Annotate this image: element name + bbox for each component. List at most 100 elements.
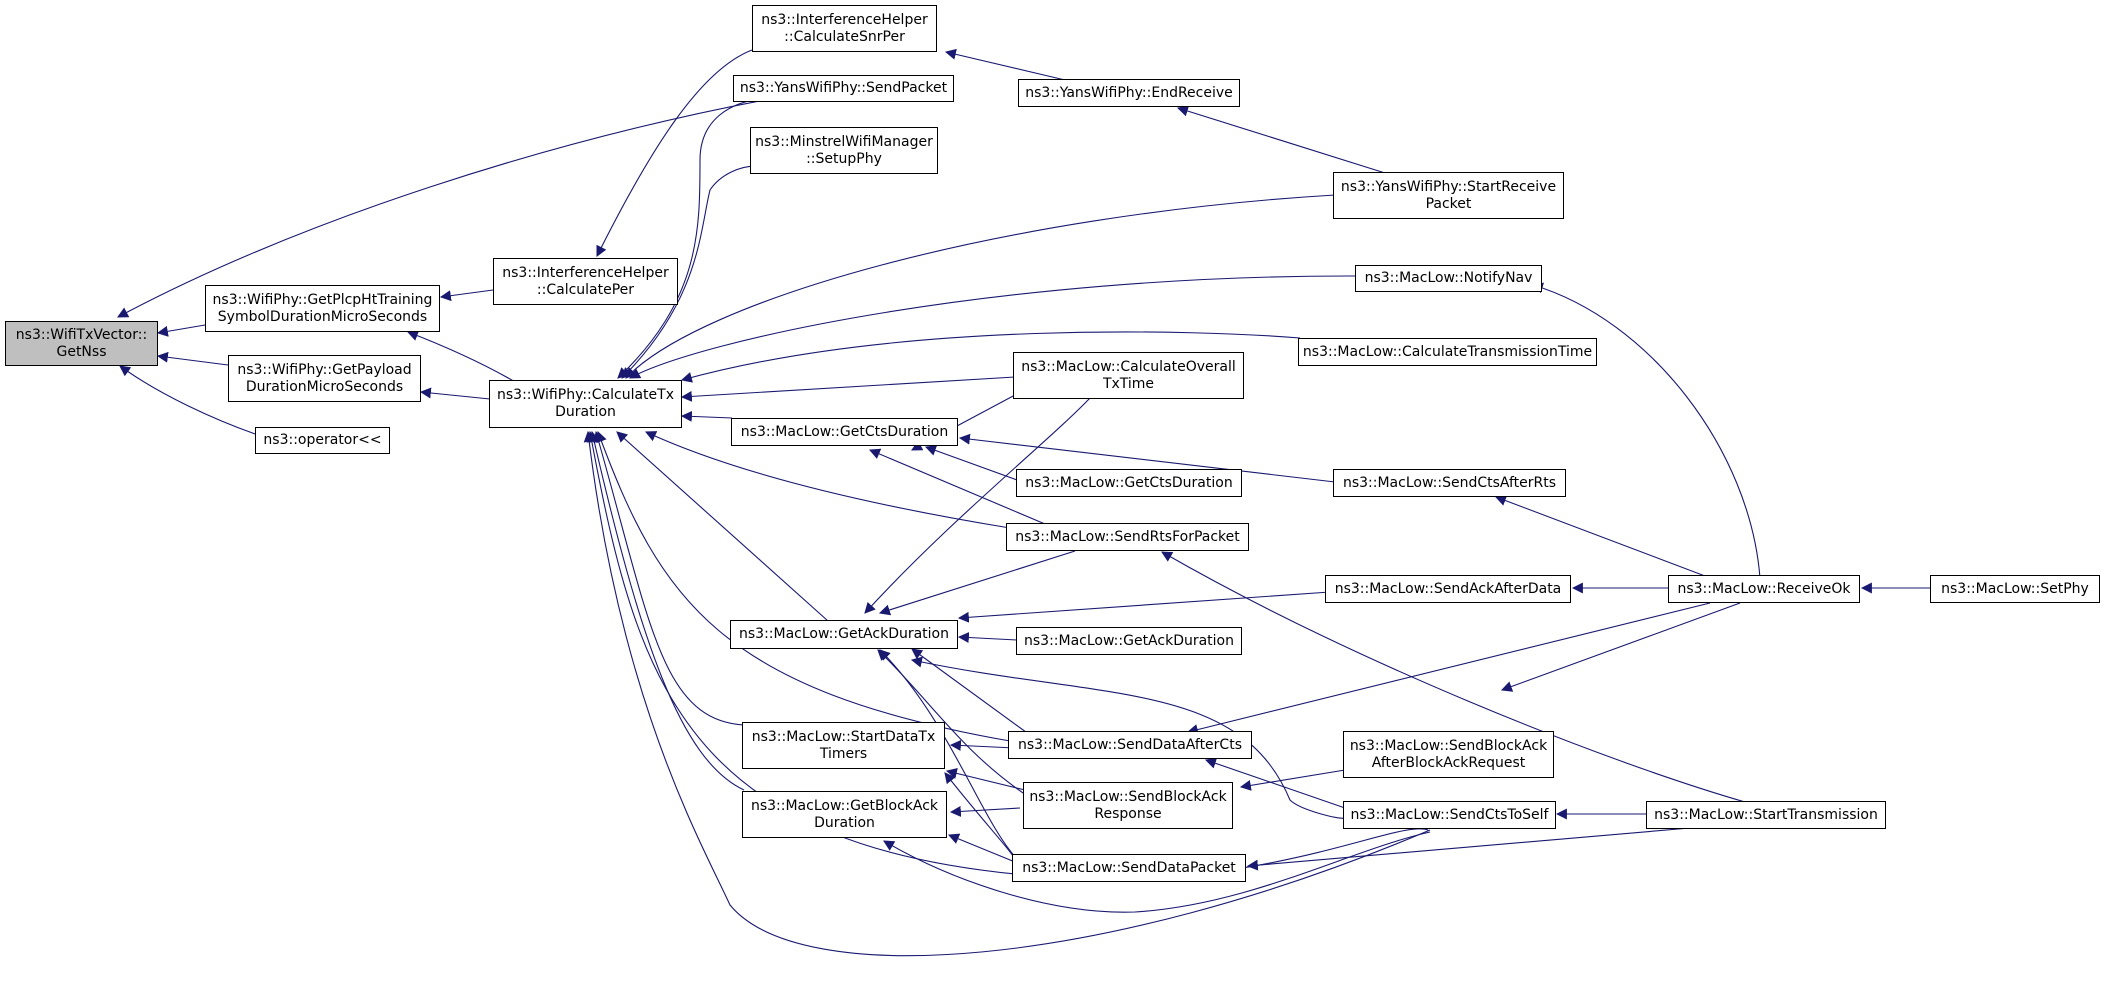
edge-getcts-to-calctx bbox=[680, 410, 733, 422]
edge-getblockack-to-calctx bbox=[588, 430, 745, 791]
node-macLow-sendctstoself[interactable]: ns3::MacLow::SendCtsToSelf bbox=[1343, 801, 1556, 829]
edge-sendblockackresp-to-getblockack bbox=[949, 805, 1021, 817]
node-label-line: ns3::MacLow::SendBlockAck bbox=[1349, 737, 1548, 754]
node-label-line: ns3::MacLow::SendCtsToSelf bbox=[1350, 806, 1549, 823]
node-label-line: TxTime bbox=[1102, 375, 1155, 392]
edge-sendctstoself-to-senddataaftercts bbox=[1204, 758, 1346, 809]
node-label-line: Packet bbox=[1425, 195, 1472, 212]
node-label-line: Duration bbox=[814, 814, 875, 831]
node-yans-sendpacket[interactable]: ns3::YansWifiPhy::SendPacket bbox=[733, 75, 954, 102]
node-macLow-getackduration-2[interactable]: ns3::MacLow::GetAckDuration bbox=[1016, 627, 1242, 655]
node-calculatetxduration[interactable]: ns3::WifiPhy::CalculateTx Duration bbox=[489, 380, 682, 428]
node-label-line: ns3::MacLow::SendDataPacket bbox=[1022, 859, 1236, 876]
node-label-line: ns3::MacLow::GetCtsDuration bbox=[740, 423, 949, 440]
node-macLow-senddatapacket[interactable]: ns3::MacLow::SendDataPacket bbox=[1012, 854, 1246, 882]
node-label-line: ns3::MinstrelWifiManager bbox=[755, 133, 933, 150]
node-label-line: Response bbox=[1094, 805, 1162, 822]
edge-sendblockackresp-to-startdatatx bbox=[945, 767, 1026, 791]
edge-getcts2-to-getcts bbox=[924, 445, 1018, 481]
edge-sendrts-to-calctx bbox=[645, 431, 1011, 529]
edge-sendctstoself-to-getack bbox=[910, 656, 1346, 819]
edge-sendackafterdata-to-getack bbox=[957, 591, 1331, 623]
node-macLow-calculateoveralltxtime[interactable]: ns3::MacLow::CalculateOverall TxTime bbox=[1013, 352, 1244, 399]
edge-starttransmission-to-senddatapacket bbox=[1246, 827, 1691, 871]
edge-senddataaftercts-to-startdatatx bbox=[949, 739, 1016, 751]
node-macLow-getctsduration-2[interactable]: ns3::MacLow::GetCtsDuration bbox=[1016, 469, 1242, 497]
node-label-line: ns3::YansWifiPhy::StartReceive bbox=[1340, 178, 1557, 195]
node-macLow-sendackafterdata[interactable]: ns3::MacLow::SendAckAfterData bbox=[1325, 575, 1571, 603]
edge-sendrts-to-getack bbox=[878, 550, 1076, 616]
edge-calcoverall-to-getack bbox=[864, 397, 1091, 614]
node-label-line: Timers bbox=[819, 745, 868, 762]
edge-sendctstoself-to-calctx bbox=[586, 430, 1429, 881]
node-macLow-startdatatxtimers[interactable]: ns3::MacLow::StartDataTx Timers bbox=[742, 722, 945, 769]
node-label-line: GetNss bbox=[56, 343, 107, 360]
edge-startreceive-to-calctx bbox=[625, 194, 1336, 379]
edge-receiveok-to-notifynav bbox=[1531, 282, 1761, 579]
edge-senddatapacket-to-startdatatx bbox=[944, 772, 1017, 863]
node-label-line: ns3::MacLow::SendAckAfterData bbox=[1334, 580, 1562, 597]
node-label-line: DurationMicroSeconds bbox=[245, 378, 404, 395]
edge-receiveok-to-sendblockackafterbar bbox=[1500, 602, 1741, 692]
node-label-line: ns3::MacLow::SendDataAfterCts bbox=[1018, 736, 1242, 753]
node-label-line: ns3::WifiPhy::CalculateTx bbox=[497, 387, 674, 403]
node-getpayloadduration[interactable]: ns3::WifiPhy::GetPayload DurationMicroSe… bbox=[228, 355, 421, 402]
edge-senddataaftercts-to-calctx bbox=[596, 430, 1011, 742]
node-macLow-sendblockackafterblockackrequest[interactable]: ns3::MacLow::SendBlockAck AfterBlockAckR… bbox=[1343, 731, 1554, 778]
node-label-line: ns3::InterferenceHelper bbox=[502, 264, 669, 281]
node-yans-endreceive[interactable]: ns3::YansWifiPhy::EndReceive bbox=[1018, 79, 1240, 107]
edge-sendctstoself-to-getblockack bbox=[883, 831, 1431, 913]
edge-calctx-to-getpayload bbox=[419, 387, 491, 400]
node-macLow-calculatetransmissiontime[interactable]: ns3::MacLow::CalculateTransmissionTime bbox=[1298, 338, 1597, 366]
node-macLow-starttransmission[interactable]: ns3::MacLow::StartTransmission bbox=[1646, 801, 1886, 829]
edge-getplcp-to-getnss bbox=[156, 324, 206, 337]
node-macLow-sendctsafterrts[interactable]: ns3::MacLow::SendCtsAfterRts bbox=[1333, 469, 1566, 497]
edge-getack2-to-getack bbox=[957, 632, 1018, 644]
edge-snrper-to-calcper bbox=[596, 49, 753, 257]
edge-notifynav-to-calctx bbox=[629, 275, 1358, 379]
node-macLow-setphy[interactable]: ns3::MacLow::SetPhy bbox=[1930, 575, 2100, 603]
node-interference-calculateper[interactable]: ns3::InterferenceHelper ::CalculatePer bbox=[493, 258, 678, 305]
node-label-line: ns3::MacLow::GetAckDuration bbox=[739, 626, 949, 642]
node-label-line: ns3::WifiPhy::GetPlcpHtTraining bbox=[212, 291, 433, 308]
edge-minstrel-to-calctx bbox=[621, 165, 761, 379]
edge-yanssend-to-getnss bbox=[117, 97, 776, 318]
node-macLow-sendrtsforpacket[interactable]: ns3::MacLow::SendRtsForPacket bbox=[1006, 523, 1249, 551]
edge-sendblockackafterbar-to-sendblockackresp bbox=[1239, 769, 1346, 791]
node-operator-shift[interactable]: ns3::operator<< bbox=[255, 427, 390, 454]
node-macLow-getblockackduration[interactable]: ns3::MacLow::GetBlockAck Duration bbox=[742, 791, 947, 838]
edge-calcper-to-getplcp bbox=[439, 289, 494, 302]
node-macLow-sendblockackresponse[interactable]: ns3::MacLow::SendBlockAck Response bbox=[1023, 782, 1233, 829]
node-getnss: ns3::WifiTxVector:: GetNss bbox=[5, 321, 158, 366]
node-yans-startreceivepacket[interactable]: ns3::YansWifiPhy::StartReceive Packet bbox=[1333, 172, 1564, 219]
node-label-line: ns3::MacLow::StartTransmission bbox=[1654, 806, 1878, 823]
node-macLow-getackduration[interactable]: ns3::MacLow::GetAckDuration bbox=[730, 620, 958, 649]
edge-calcoverall-to-calctx bbox=[680, 376, 1016, 402]
node-macLow-receiveok[interactable]: ns3::MacLow::ReceiveOk bbox=[1668, 575, 1860, 603]
node-label-line: ::SetupPhy bbox=[806, 150, 882, 167]
edge-receiveok-to-sendctsafterrts bbox=[1494, 495, 1706, 577]
node-macLow-notifynav[interactable]: ns3::MacLow::NotifyNav bbox=[1355, 265, 1542, 292]
edge-operator-to-getnss bbox=[119, 365, 259, 436]
node-label-line: ::CalculatePer bbox=[536, 281, 635, 298]
node-interference-calculatesnrper[interactable]: ns3::InterferenceHelper ::CalculateSnrPe… bbox=[752, 5, 937, 52]
edge-sendblockackresp-to-getack bbox=[877, 649, 1027, 796]
node-minstrel-setupphy[interactable]: ns3::MinstrelWifiManager ::SetupPhy bbox=[750, 127, 938, 174]
edge-getpayload-to-getnss bbox=[156, 351, 229, 366]
edge-senddatapacket-to-calctx bbox=[583, 430, 1431, 957]
node-label-line: ns3::MacLow::SendRtsForPacket bbox=[1015, 528, 1240, 545]
node-label-line: ::CalculateSnrPer bbox=[784, 28, 905, 45]
edge-senddataaftercts-to-getack bbox=[911, 648, 1031, 736]
node-label-line: ns3::InterferenceHelper bbox=[761, 11, 928, 28]
node-macLow-getctsduration[interactable]: ns3::MacLow::GetCtsDuration bbox=[731, 418, 958, 446]
node-label-line: ns3::YansWifiPhy::EndReceive bbox=[1025, 84, 1233, 101]
node-label-line: SymbolDurationMicroSeconds bbox=[217, 308, 428, 325]
node-label-line: ns3::YansWifiPhy::SendPacket bbox=[739, 80, 948, 96]
edge-calctranstime-to-calctx bbox=[680, 331, 1301, 383]
edge-getack-to-calctx bbox=[616, 431, 829, 622]
node-getplcphttraining[interactable]: ns3::WifiPhy::GetPlcpHtTraining SymbolDu… bbox=[205, 285, 440, 332]
node-label-line: ns3::MacLow::CalculateOverall bbox=[1021, 358, 1236, 375]
node-label-line: ns3::MacLow::GetAckDuration bbox=[1024, 632, 1234, 649]
node-label-line: ns3::MacLow::CalculateTransmissionTime bbox=[1302, 343, 1593, 360]
node-macLow-senddataaftercts[interactable]: ns3::MacLow::SendDataAfterCts bbox=[1008, 731, 1252, 759]
